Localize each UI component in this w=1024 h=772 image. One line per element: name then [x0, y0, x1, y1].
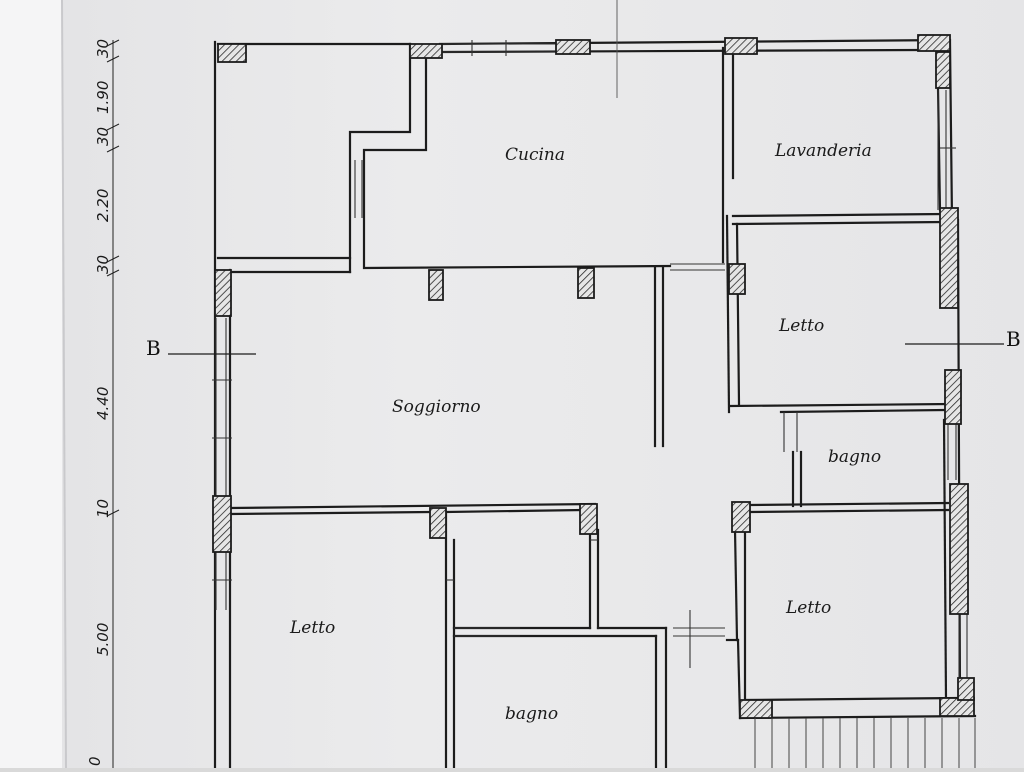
dimension-1-90: 1.90	[94, 81, 112, 114]
left-page-edge	[0, 0, 62, 768]
dimension-0-bottom: 0	[86, 756, 104, 766]
section-mark-right: B	[1006, 327, 1021, 351]
page-fold-line	[61, 0, 67, 769]
dimension-30-lower: 30	[94, 255, 112, 274]
section-line-b	[168, 343, 1004, 355]
room-label-letto-southeast: Letto	[785, 598, 831, 618]
structural-pillars	[212, 34, 975, 719]
room-label-soggiorno: Soggiorno	[392, 397, 481, 417]
dimension-4-40: 4.40	[94, 387, 112, 420]
room-label-bagno-east: bagno	[828, 447, 881, 467]
dimension-30-mid: 30	[94, 127, 112, 146]
room-label-lavanderia: Lavanderia	[774, 141, 872, 161]
room-label-letto-southwest: Letto	[289, 618, 335, 638]
dimension-2-20: 2.20	[94, 189, 112, 222]
dimension-30-top: 30	[94, 39, 112, 58]
room-label-cucina: Cucina	[505, 145, 565, 165]
room-label-letto-east: Letto	[778, 316, 824, 336]
room-label-bagno-south: bagno	[505, 704, 558, 724]
balcony-railing	[754, 718, 976, 768]
dimension-10: 10	[94, 499, 112, 518]
section-mark-left: B	[146, 336, 161, 360]
dimension-5-00: 5.00	[94, 623, 112, 656]
dimension-chain	[106, 39, 120, 768]
